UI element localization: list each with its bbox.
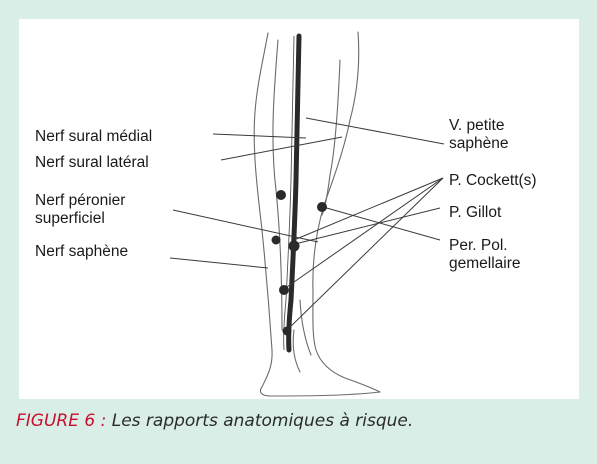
leader-cockett-3 [287,178,443,330]
label-nerf-sural-medial: Nerf sural médial [35,128,152,145]
label-v-petite-saphene: V. petite saphène [449,117,509,152]
label-p-gillot: P. Gillot [449,204,502,221]
perforator-dots [272,191,327,336]
petite-saphene-vein [289,36,299,350]
leader-cockett-2 [284,178,443,289]
label-p-cockett: P. Cockett(s) [449,172,537,189]
label-nerf-sural-lateral: Nerf sural latéral [35,154,149,171]
leader-gillot [295,208,440,244]
caption-text: Les rapports anatomiques à risque. [106,411,413,431]
leader-saphene [170,258,268,268]
tendon-line [293,330,300,372]
perforator-dot [318,203,327,212]
perforator-dot [280,286,289,295]
perforator-dot [272,236,280,244]
right-leader-lines [284,118,444,330]
leader-sural-lateral [221,137,342,160]
left-leader-lines [170,134,342,268]
heel-contour [270,392,380,396]
caption-figure-number: FIGURE 6 : [16,411,106,431]
leg-outline [254,32,380,396]
leader-cockett-1 [294,178,443,240]
leg-left-contour [254,33,272,396]
perforator-dot [289,241,299,251]
label-per-pol-gemellaire: Per. Pol. gemellaire [449,237,521,272]
perforator-dot [283,327,291,335]
label-nerf-saphene: Nerf saphène [35,243,128,260]
figure-caption: FIGURE 6 : Les rapports anatomiques à ri… [16,411,413,431]
label-nerf-peronier: Nerf péronier superficiel [35,192,130,227]
perforator-dot [277,191,286,200]
